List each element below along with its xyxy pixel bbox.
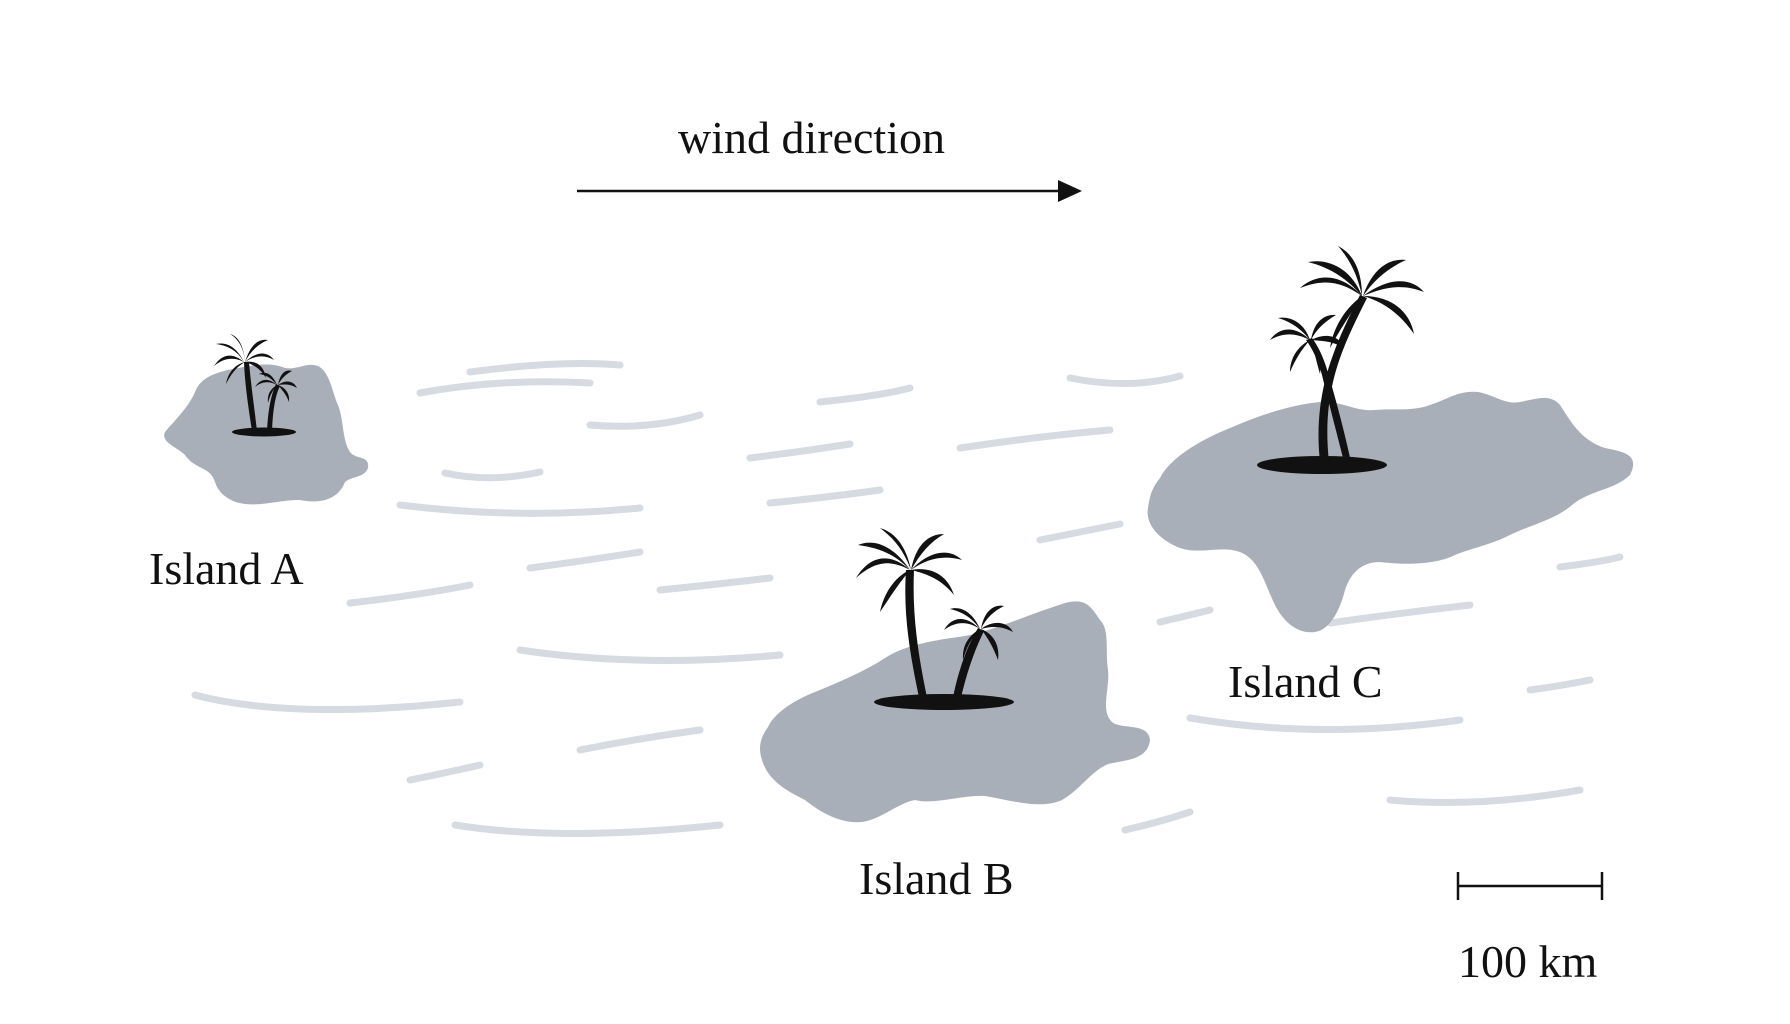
island-a-label: Island A	[149, 543, 304, 594]
island-c	[1147, 246, 1634, 633]
wind-direction-label: wind direction	[678, 112, 945, 163]
island-c-land	[1147, 391, 1634, 633]
sea-waves	[191, 360, 1624, 837]
scale-bar	[1456, 872, 1604, 900]
island-b	[760, 528, 1150, 823]
palm-tree-icon	[214, 334, 297, 437]
island-a	[164, 334, 369, 505]
island-b-label: Island B	[859, 853, 1014, 904]
wind-arrow	[577, 180, 1082, 202]
palm-tree-icon	[1257, 246, 1424, 474]
palm-tree-icon	[856, 528, 1014, 710]
scale-bar-label: 100 km	[1458, 936, 1598, 987]
island-c-label: Island C	[1228, 656, 1383, 707]
island-b-land	[760, 601, 1150, 823]
